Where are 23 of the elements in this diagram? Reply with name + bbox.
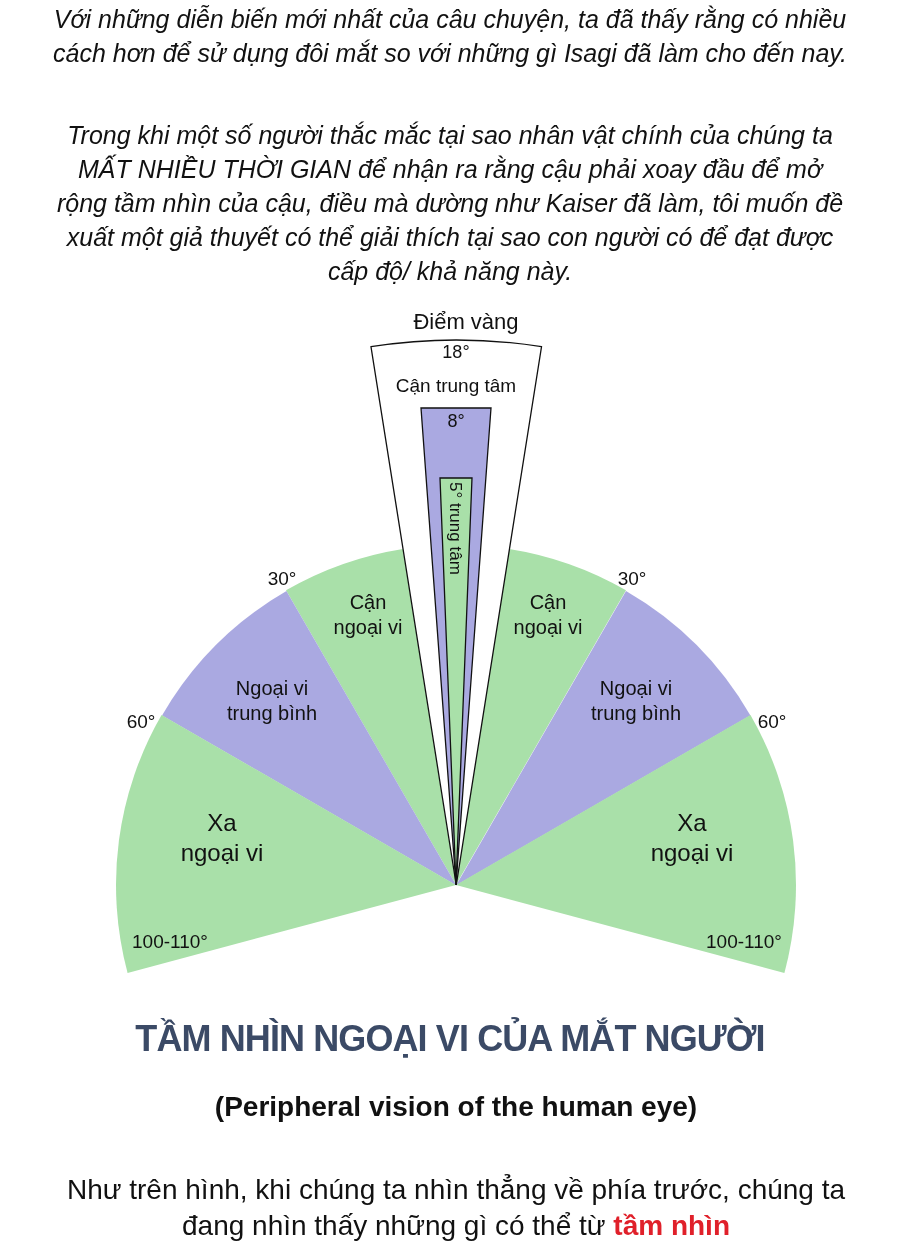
title: TẦM NHÌN NGOẠI VI CỦA MẮT NGƯỜI [134,1016,766,1061]
angle-label: 30° [616,567,648,591]
intro-paragraph: Trong khi một số người thắc mắc tại sao nhân vật chính của chúng ta MẤT NHIỀU THỜI GIAN để nhận ra rằng cậu phải xoay đầu để mở rộng tầm nhìn của cậu, điều mà dường như Kaiser đã làm, tôi muốn đề xuất một giả thuyết có thể giải thích tại sao con người có để đạt được cấp độ/ khả năng này. [55,120,845,287]
angle-label: 30° [266,567,298,591]
central-wedge [438,476,474,887]
angle-label: 60° [125,710,157,734]
angle-label: 100-110° [131,930,209,954]
sector-label: 5° trung tâm [445,482,466,575]
sector-label: Điểm vàng [412,308,520,336]
body-paragraph: Như trên hình, khi chúng ta nhìn thẳng về phía trước, chúng ta đang nhìn thấy những gì có thể từ tầm nhìn [65,1173,847,1243]
sector-label: Cận ngoại vi [332,590,404,640]
sector-label: Cận trung tâm [394,374,518,398]
sector-label: Xa ngoại vi [179,808,265,868]
subtitle: (Peripheral vision of the human eye) [213,1090,699,1124]
angle-label: 100-110° [705,930,783,954]
sector-label: Cận ngoại vi [512,590,584,640]
sector-label: Ngoại vi trung bình [225,676,318,726]
sector-label: 8° [446,410,466,433]
angle-label: 60° [756,710,788,734]
sector-label: Ngoại vi trung bình [589,676,683,726]
intro-paragraph: Với những diễn biến mới nhất của câu chuyện, ta đã thấy rằng có nhiều cách hơn để sử dụng đôi mắt so với những gì Isagi đã làm cho đến nay. [52,4,848,69]
sector-label: Xa ngoại vi [649,808,735,868]
sector-label: 18° [441,341,471,364]
